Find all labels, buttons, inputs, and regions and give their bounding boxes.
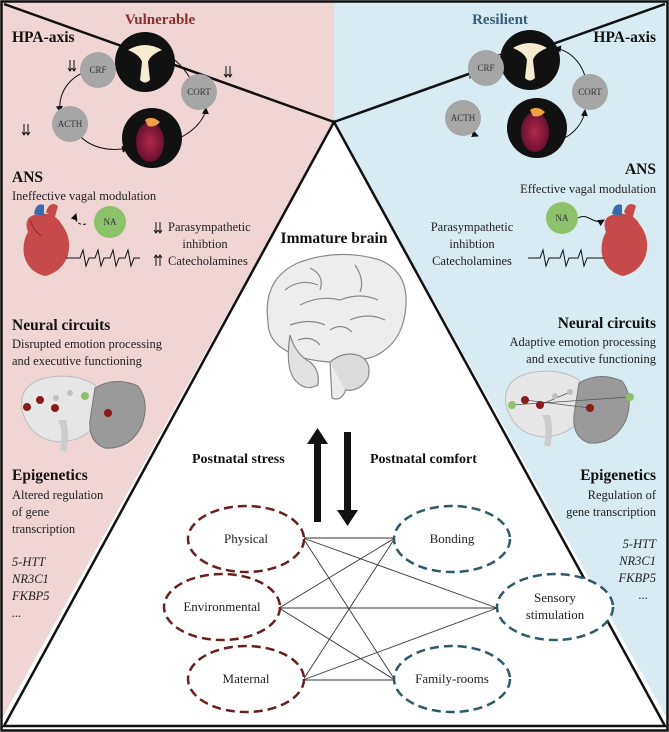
- r-gene-1: 5-HTT: [623, 537, 657, 551]
- r-ans-line2: inhibtion: [449, 237, 495, 251]
- r-ans-title: ANS: [625, 161, 656, 178]
- v-cort-node: [181, 74, 217, 110]
- vulnerable-header: Vulnerable: [125, 12, 196, 28]
- v-ans-title: ANS: [12, 169, 43, 186]
- r-heart-icon: [601, 204, 648, 276]
- r-crf-label: CRF: [477, 63, 494, 73]
- v-brain-node: [115, 32, 175, 92]
- v-arrow-cort-down-icon: [223, 66, 233, 78]
- postnatal-comfort-label: Postnatal comfort: [370, 452, 477, 467]
- r-epi-title: Epigenetics: [580, 467, 656, 484]
- v-epi-title: Epigenetics: [12, 467, 88, 484]
- r-hpa-title: HPA-axis: [593, 29, 656, 46]
- v-gene-3: FKBP5: [11, 589, 50, 603]
- vulnerable-panel: [0, 0, 334, 722]
- v-arrow-acth-down-icon: [21, 124, 31, 136]
- r-brain-node: [500, 30, 560, 90]
- v-neural-line2: and executive functioning: [12, 354, 143, 368]
- v-crf-label: CRF: [89, 65, 106, 75]
- r-acth-label: ACTH: [451, 113, 476, 123]
- immature-brain-icon: [266, 253, 407, 400]
- r-neural-line1: Adaptive emotion processing: [510, 335, 657, 349]
- r-gene-3: FKBP5: [618, 571, 657, 585]
- r-crf-node: [468, 50, 504, 86]
- oval-maternal: [186, 644, 306, 714]
- r-cort-label: CORT: [578, 87, 602, 97]
- v-na-label: NA: [104, 217, 117, 227]
- oval-physical: [186, 504, 306, 574]
- r-cort-node: [572, 74, 608, 110]
- r-ecg-line: [528, 248, 604, 268]
- factor-family-rooms: Family-rooms: [415, 671, 489, 686]
- r-kidney-node: [507, 98, 567, 158]
- factor-bonding: Bonding: [430, 531, 475, 546]
- oval-environmental: [162, 572, 282, 642]
- v-crf-node: [80, 52, 116, 88]
- v-na-node: [94, 206, 126, 238]
- v-hpa-title: HPA-axis: [12, 29, 75, 46]
- v-ecg-line: [66, 248, 140, 268]
- r-ans-text: Effective vagal modulation: [520, 182, 657, 196]
- resilient-panel: [334, 0, 669, 722]
- v-catechol-up-icon: [153, 254, 163, 266]
- v-neural-line1: Disrupted emotion processing: [12, 337, 163, 351]
- factor-connections: [278, 537, 498, 681]
- v-acth-label: ACTH: [58, 119, 83, 129]
- exchange-arrows-icon: [307, 428, 358, 526]
- factor-sensory-line1: Sensory: [534, 590, 576, 605]
- v-heart-icon: [23, 204, 70, 276]
- factor-maternal: Maternal: [223, 671, 270, 686]
- v-gene-2: NR3C1: [11, 572, 49, 586]
- postnatal-stress-label: Postnatal stress: [192, 452, 285, 467]
- r-neural-title: Neural circuits: [558, 315, 656, 332]
- v-epi-line1: Altered regulation: [12, 488, 104, 502]
- v-gene-4: ...: [12, 606, 21, 620]
- r-na-label: NA: [556, 213, 569, 223]
- v-epi-line2: of gene: [12, 505, 50, 519]
- r-epi-line2: gene transcription: [566, 505, 657, 519]
- r-neural-brain-icon: [504, 370, 634, 447]
- r-ans-line1: Parasympathetic: [431, 220, 514, 234]
- v-neural-brain-icon: [20, 375, 146, 452]
- r-neural-line2: and executive functioning: [526, 352, 657, 366]
- factor-physical: Physical: [224, 531, 268, 546]
- oval-bonding: [392, 504, 512, 574]
- v-ans-line3: Catecholamines: [168, 254, 248, 268]
- r-na-node: [546, 202, 578, 234]
- v-epi-line3: transcription: [12, 522, 76, 536]
- r-gene-4: ...: [639, 588, 648, 602]
- resilient-header: Resilient: [472, 12, 528, 28]
- v-kidney-node: [122, 108, 182, 168]
- r-ans-line3: Catecholamines: [432, 254, 512, 268]
- v-ans-text: Ineffective vagal modulation: [12, 189, 157, 203]
- v-gene-1: 5-HTT: [12, 555, 46, 569]
- r-acth-node: [445, 100, 481, 136]
- oval-family-rooms: [392, 644, 512, 714]
- factor-environmental: Environmental: [183, 599, 261, 614]
- v-parasym-down-icon: [153, 222, 163, 234]
- immature-brain-label: Immature brain: [281, 230, 388, 247]
- oval-sensory-stimulation: [495, 572, 615, 642]
- v-acth-node: [52, 106, 88, 142]
- v-ans-line2: inhibtion: [182, 237, 228, 251]
- center-triangle: [1, 119, 668, 728]
- r-gene-2: NR3C1: [618, 554, 656, 568]
- v-neural-title: Neural circuits: [12, 317, 110, 334]
- factor-sensory-line2: stimulation: [526, 607, 585, 622]
- r-epi-line1: Regulation of: [588, 488, 657, 502]
- v-ans-line1: Parasympathetic: [168, 220, 251, 234]
- v-arrow-crf-down-icon: [67, 60, 77, 72]
- v-cort-label: CORT: [187, 87, 211, 97]
